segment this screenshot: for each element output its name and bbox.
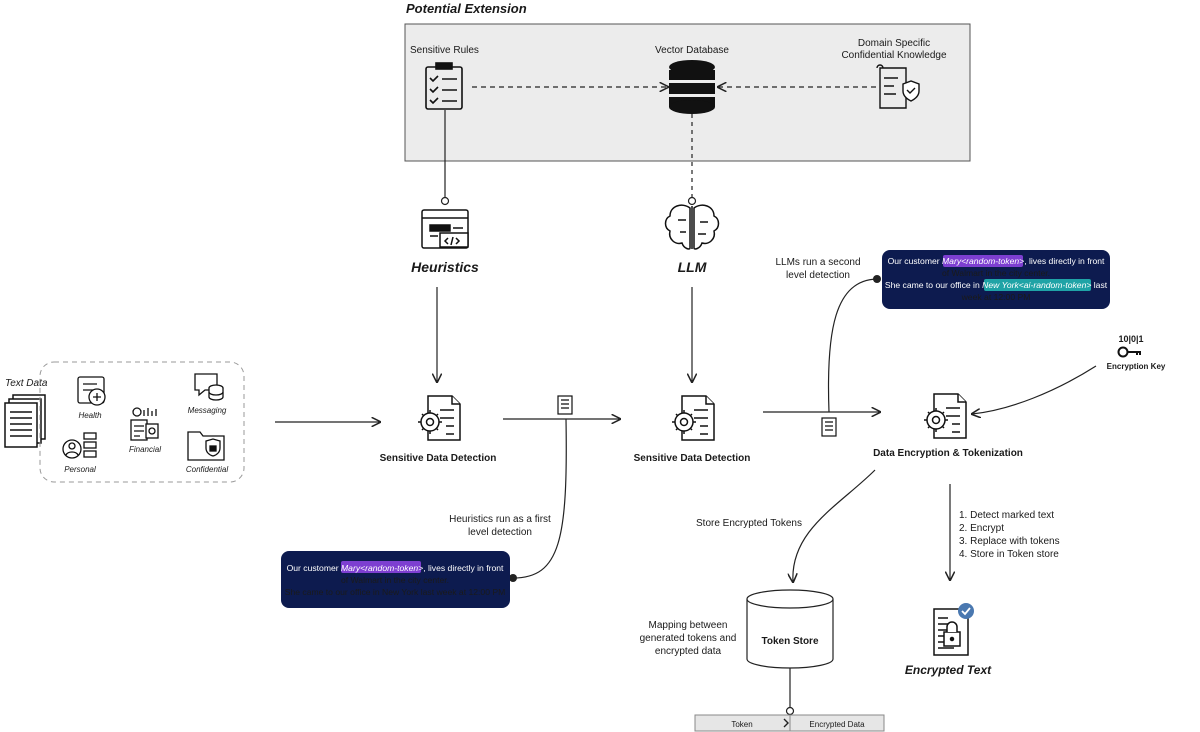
- token-store-cylinder: [746, 589, 834, 669]
- checklist-icon: [425, 62, 463, 110]
- connector-dot: [785, 706, 795, 716]
- llm-note-2: level detection: [786, 270, 850, 281]
- step-item: 3. Replace with tokens: [959, 536, 1060, 547]
- messaging-label: Messaging: [188, 406, 227, 415]
- svg-text:She came to our office in New: She came to our office in New York last …: [285, 587, 506, 597]
- heuristics-note-connector: [512, 418, 567, 579]
- llm-result-callout: Our customer Mary<random-token>, lives d…: [882, 250, 1110, 309]
- encryption-to-store-arrow: [793, 469, 876, 582]
- code-window-icon: [421, 209, 469, 249]
- store-encrypted-note: Store Encrypted Tokens: [696, 518, 802, 529]
- steps-list: 1. Detect marked text 2. Encrypt 3. Replac…: [959, 510, 1060, 560]
- svg-text:Our customer Mary<random-token: Our customer Mary<random-token>, lives d…: [287, 563, 504, 573]
- check-badge-icon: [958, 603, 974, 619]
- health-label: Health: [78, 411, 102, 420]
- financial-label: Financial: [129, 445, 161, 454]
- database-icon: [669, 60, 715, 114]
- scroll-shield-icon: [876, 64, 920, 109]
- connector-dot: [687, 196, 697, 206]
- heuristics-note-2: level detection: [468, 527, 532, 538]
- binary-glyph: 10|0|1: [1118, 334, 1143, 344]
- mapping-note-1: Mapping between: [649, 620, 728, 631]
- table-col-token: Token: [731, 720, 752, 729]
- encrypted-text-label: Encrypted Text: [905, 663, 992, 677]
- detection-2-label: Sensitive Data Detection: [634, 453, 751, 464]
- svg-text:Our customer Mary<random-token: Our customer Mary<random-token>, lives d…: [888, 256, 1105, 266]
- svg-text:week at 12:00 PM: week at 12:00 PM: [961, 292, 1031, 302]
- svg-text:of Walmart in the city center.: of Walmart in the city center.: [942, 268, 1050, 278]
- heuristics-note-1: Heuristics run as a first: [449, 514, 551, 525]
- vector-database-label: Vector Database: [655, 45, 729, 56]
- encryption-key-label: Encryption Key: [1107, 362, 1166, 371]
- document-icon: [557, 395, 573, 415]
- mapping-note-3: encrypted data: [655, 646, 722, 657]
- llm-note-1: LLMs run a second: [775, 257, 860, 268]
- gear-document-icon: [672, 395, 715, 441]
- gear-document-icon: [924, 393, 967, 439]
- step-item: 2. Encrypt: [959, 523, 1004, 534]
- brain-icon: [664, 204, 720, 250]
- confidential-folder-icon: [187, 431, 225, 461]
- gear-document-icon: [418, 395, 461, 441]
- messaging-icon: [194, 373, 224, 401]
- encrypted-document-icon: [933, 608, 969, 656]
- step-item: 4. Store in Token store: [959, 549, 1059, 560]
- domain-knowledge-label-2: Confidential Knowledge: [841, 50, 947, 61]
- key-to-encryption-arrow: [972, 365, 1097, 414]
- encryption-label: Data Encryption & Tokenization: [873, 448, 1023, 459]
- text-data-group: [39, 361, 245, 483]
- llm-note-connector: [827, 278, 878, 413]
- personal-icon: [62, 432, 97, 459]
- connector-dot: [509, 574, 517, 582]
- personal-label: Personal: [64, 465, 96, 474]
- text-data-title: Text Data: [5, 378, 48, 389]
- step-item: 1. Detect marked text: [959, 510, 1054, 521]
- token-store-label: Token Store: [761, 636, 818, 647]
- extension-title: Potential Extension: [406, 1, 527, 16]
- document-icon: [821, 417, 837, 437]
- connector-dot: [440, 196, 450, 206]
- confidential-label: Confidential: [186, 465, 228, 474]
- detection-1-label: Sensitive Data Detection: [380, 453, 497, 464]
- heuristics-result-callout: Our customer Mary<random-token>, lives d…: [281, 551, 510, 608]
- financial-icon: [130, 407, 159, 441]
- table-col-encrypted: Encrypted Data: [809, 720, 865, 729]
- documents-icon: [4, 394, 46, 448]
- domain-knowledge-label-1: Domain Specific: [858, 38, 930, 49]
- sensitive-rules-label: Sensitive Rules: [410, 45, 479, 56]
- svg-text:She came to our office in New: She came to our office in New York<ai-ra…: [885, 280, 1108, 290]
- mapping-note-2: generated tokens and: [640, 633, 737, 644]
- key-icon: [1117, 346, 1141, 358]
- health-icon: [77, 376, 106, 406]
- connector-dot: [873, 275, 881, 283]
- svg-text:of Walmart in the city center.: of Walmart in the city center.: [341, 575, 449, 585]
- heuristics-label: Heuristics: [411, 259, 479, 275]
- llm-label: LLM: [678, 259, 707, 275]
- mapping-table: [694, 714, 885, 732]
